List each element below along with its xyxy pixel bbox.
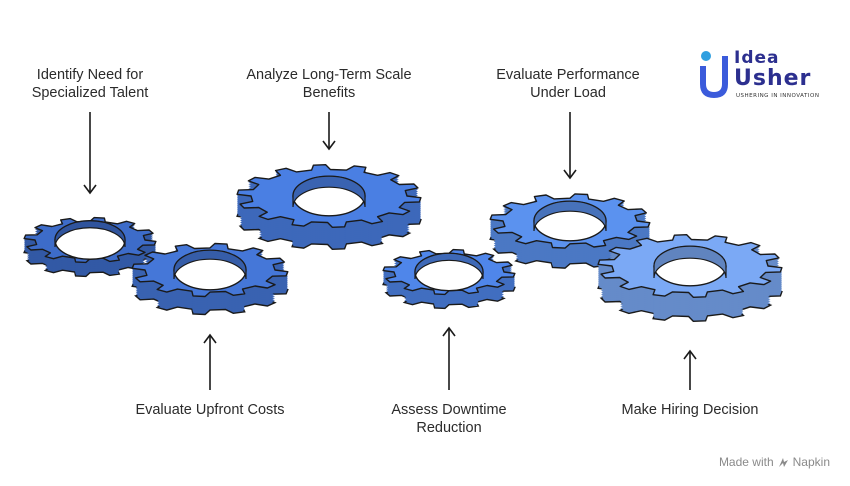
footer-credit: Made with Napkin — [719, 455, 830, 469]
footer-made-with: Made with — [718, 455, 774, 469]
gear-longterm — [236, 164, 422, 251]
label-downtime-line-1: Assess Downtime — [391, 402, 507, 418]
label-performance-line-1: Evaluate Performance — [496, 67, 640, 83]
gears-layer — [23, 164, 783, 323]
gear-downtime — [382, 248, 516, 310]
arrow-hiring — [683, 349, 697, 390]
gear-upfront — [131, 242, 289, 316]
label-hiring-line-1: Make Hiring Decision — [621, 402, 759, 418]
label-performance-line-2: Under Load — [530, 85, 606, 101]
arrow-identify — [83, 112, 97, 195]
arrows-layer — [83, 112, 697, 390]
ideausher-logo: Idea Usher USHERING IN INNOVATION — [694, 46, 834, 102]
label-upfront: Evaluate Upfront Costs — [120, 401, 300, 419]
label-hiring: Make Hiring Decision — [600, 401, 780, 419]
label-downtime: Assess Downtime Reduction — [369, 401, 529, 437]
arrow-longterm — [322, 112, 336, 151]
logo-tagline: USHERING IN INNOVATION — [736, 93, 820, 99]
label-longterm: Analyze Long-Term Scale Benefits — [229, 66, 429, 102]
label-upfront-line-1: Evaluate Upfront Costs — [135, 402, 285, 418]
label-identify: Identify Need for Specialized Talent — [20, 66, 160, 102]
arrow-upfront — [203, 333, 217, 390]
gear-performance — [489, 193, 651, 269]
label-downtime-line-2: Reduction — [416, 420, 482, 436]
logo-word-top: Idea — [734, 48, 780, 68]
logo-word-bottom: Usher — [734, 66, 812, 91]
arrow-performance — [563, 112, 577, 180]
arrow-downtime — [442, 326, 456, 390]
label-identify-line-2: Specialized Talent — [31, 85, 149, 101]
label-performance: Evaluate Performance Under Load — [478, 66, 658, 102]
footer-brand: Napkin — [792, 455, 830, 469]
label-longterm-line-1: Analyze Long-Term Scale — [246, 67, 412, 83]
label-longterm-line-2: Benefits — [302, 85, 356, 101]
gear-identify — [23, 216, 157, 278]
label-identify-line-1: Identify Need for — [36, 67, 144, 83]
logo-mark-icon — [700, 51, 728, 98]
napkin-icon — [778, 457, 788, 467]
gear-hiring — [597, 234, 783, 323]
